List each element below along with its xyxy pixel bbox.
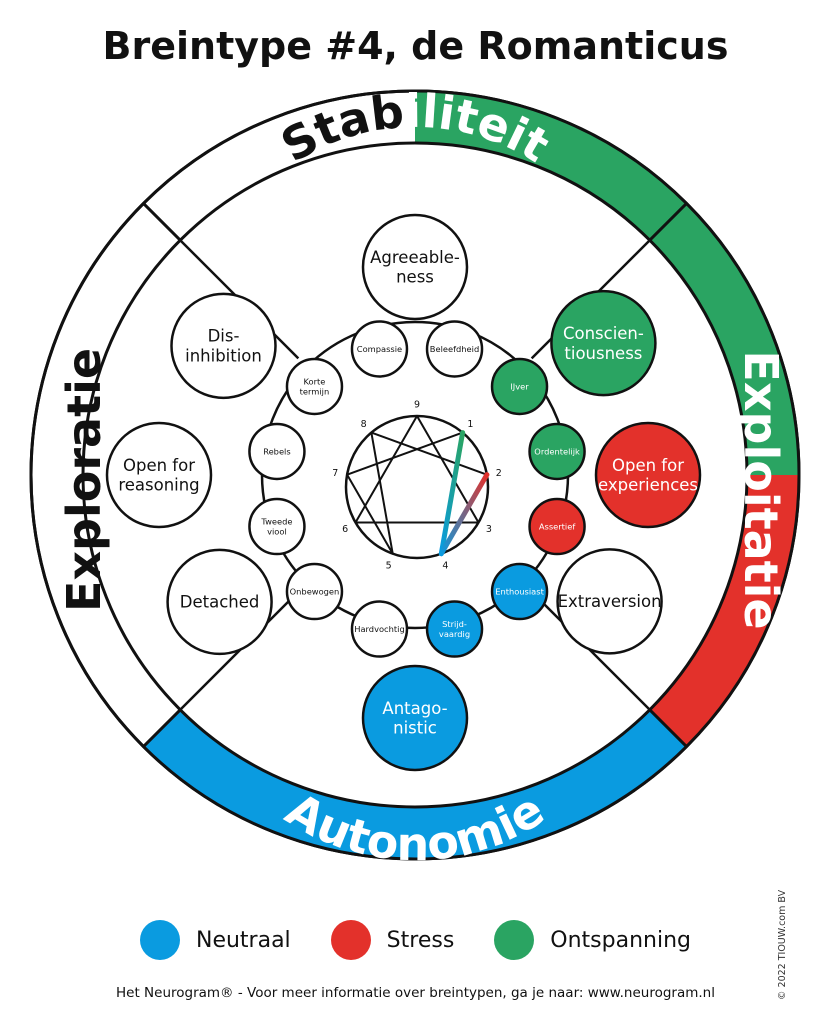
svg-text:ness: ness	[396, 268, 434, 287]
big-circle-conscientiousness: Conscien-tiousness	[550, 289, 657, 397]
svg-text:Extraversion: Extraversion	[558, 592, 662, 611]
big-circle-agreeableness: Agreeable-ness	[361, 213, 469, 321]
svg-text:Strijd-: Strijd-	[442, 619, 467, 629]
svg-text:experiences: experiences	[598, 476, 698, 495]
enneagram-arrow-4-2	[438, 472, 490, 557]
svg-text:Open for: Open for	[123, 456, 195, 475]
enneagram-number: 6	[342, 524, 348, 535]
ring-divider	[142, 202, 182, 242]
enneagram-number: 7	[332, 468, 338, 479]
small-circle-compassie: Compassie	[350, 320, 409, 378]
ring-divider	[142, 708, 182, 748]
small-circle-hardvochtig: Hardvochtig	[350, 600, 409, 658]
svg-text:Antago-: Antago-	[382, 699, 447, 718]
svg-text:Ordentelijk: Ordentelijk	[534, 446, 580, 456]
small-circle-rebels: Rebels	[248, 422, 306, 481]
legend-dot	[494, 920, 535, 960]
small-circle-enthousiast: Enthousiast	[490, 562, 549, 621]
segment-stabiliteit-relax	[415, 91, 687, 241]
svg-text:Korte: Korte	[304, 376, 326, 386]
legend-item-neutraal: Neutraal	[139, 920, 291, 960]
legend-label: Stress	[386, 927, 455, 953]
big-circle-detached: Detached	[166, 548, 273, 656]
svg-text:Beleefdheid: Beleefdheid	[430, 344, 479, 354]
svg-text:Hardvochtig: Hardvochtig	[354, 624, 405, 634]
svg-text:Tweede: Tweede	[260, 516, 292, 526]
segment-autonomie-neutral	[143, 709, 687, 859]
ring-divider	[648, 202, 688, 242]
page-title: Breintype #4, de Romanticus	[102, 24, 729, 68]
svg-text:Dis-: Dis-	[208, 327, 240, 346]
enneagram-number: 2	[496, 468, 502, 479]
enneagram-arrow-4-1	[438, 430, 466, 557]
svg-text:Onbewogen: Onbewogen	[290, 586, 340, 596]
small-circle-assertief: Assertief	[528, 497, 586, 556]
svg-text:IJver: IJver	[510, 381, 529, 391]
svg-text:termijn: termijn	[300, 386, 330, 396]
legend-dot	[139, 920, 180, 960]
svg-text:vaardig: vaardig	[439, 629, 470, 639]
small-circle-strijdvaardig: Strijd-vaardig	[425, 600, 484, 658]
svg-text:Agreeable-: Agreeable-	[370, 248, 460, 267]
legend-item-ontspanning: Ontspanning	[494, 920, 691, 960]
segment-exploitatie-relax	[649, 203, 799, 475]
small-circle-beleefdheid: Beleefdheid	[425, 320, 484, 378]
svg-text:Enthousiast: Enthousiast	[495, 586, 544, 596]
svg-text:tiousness: tiousness	[564, 344, 642, 363]
ring-label-exploitatie: Exploitatie	[734, 350, 788, 629]
enneagram-triangle	[354, 415, 480, 524]
big-circle-disinhibition: Dis-inhibition	[170, 292, 277, 400]
svg-text:Assertief: Assertief	[539, 521, 576, 531]
enneagram-circle	[344, 414, 490, 560]
big-circle-extraversion: Extraversion	[556, 548, 663, 655]
small-circle-ijver: IJver	[490, 357, 549, 416]
big-circle-antagonistic: Antago-nistic	[361, 664, 469, 772]
enneagram-number: 1	[467, 419, 473, 430]
enneagram-number: 8	[361, 419, 367, 430]
legend-label: Neutraal	[195, 927, 291, 953]
svg-text:reasoning: reasoning	[118, 476, 199, 495]
legend-label: Ontspanning	[550, 927, 691, 953]
svg-text:Open for: Open for	[612, 456, 684, 475]
small-circle-onbewogen: Onbewogen	[285, 562, 344, 621]
legend: Neutraal Stress Ontspanning	[0, 918, 831, 962]
svg-text:Conscien-: Conscien-	[563, 324, 644, 343]
enneagram-number: 4	[442, 560, 448, 571]
legend-item-stress: Stress	[330, 920, 455, 960]
svg-text:Compassie: Compassie	[357, 344, 402, 354]
ring-label-exploratie: Exploratie	[57, 348, 111, 612]
small-circle-ordentelijk: Ordentelijk	[528, 422, 586, 481]
svg-text:inhibition: inhibition	[185, 347, 262, 366]
ring-divider	[648, 708, 688, 748]
svg-text:Detached: Detached	[180, 593, 260, 612]
footer-text: Het Neurogram® - Voor meer informatie ov…	[116, 985, 715, 1001]
enneagram-number: 5	[386, 560, 392, 571]
enneagram-number: 3	[486, 524, 492, 535]
legend-dot	[330, 920, 371, 960]
segment-exploitatie-stress	[649, 475, 799, 747]
svg-text:nistic: nistic	[393, 719, 437, 738]
copyright-text: © 2022 TIOUW.com BV	[777, 889, 788, 1000]
svg-text:Rebels: Rebels	[263, 446, 291, 456]
enneagram-number: 9	[414, 400, 420, 411]
svg-text:viool: viool	[267, 526, 287, 536]
